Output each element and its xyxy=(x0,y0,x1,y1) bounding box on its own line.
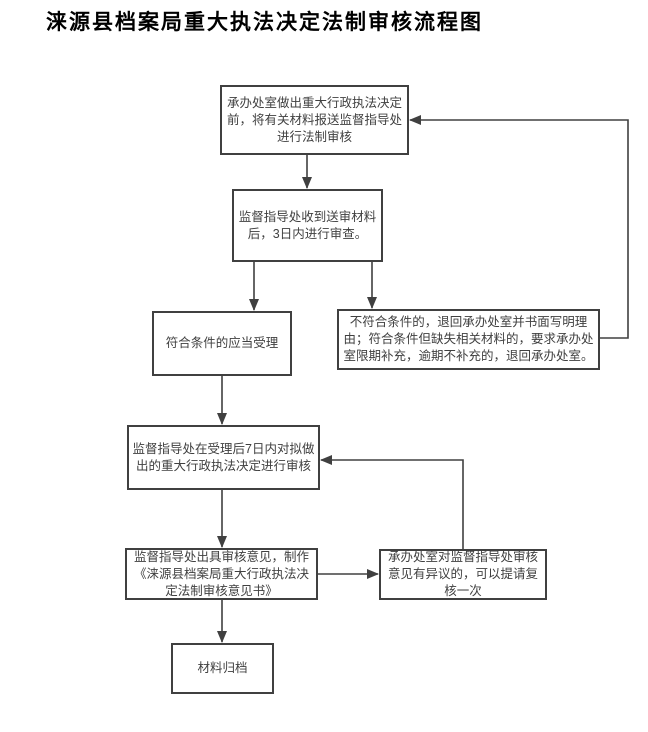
flow-node-review-7days: 监督指导处在受理后7日内对拟做出的重大行政执法决定进行审核 xyxy=(127,425,320,490)
flow-node-return-if-unqualified-label: 不符合条件的，退回承办处室并书面写明理由；符合条件但缺失相关材料的，要求承办处室… xyxy=(343,315,594,363)
flow-node-archive-materials-label: 材料归档 xyxy=(197,661,248,675)
flow-node-receive-review-3days: 监督指导处收到送审材料后，3日内进行审查。 xyxy=(232,189,383,262)
page-title: 涞源县档案局重大执法决定法制审核流程图 xyxy=(46,10,483,34)
flow-node-issue-opinion: 监督指导处出具审核意见，制作《涞源县档案局重大行政执法决定法制审核意见书》 xyxy=(125,548,318,600)
flow-node-return-if-unqualified: 不符合条件的，退回承办处室并书面写明理由；符合条件但缺失相关材料的，要求承办处室… xyxy=(337,309,600,370)
flow-node-accept-if-qualified-label: 符合条件的应当受理 xyxy=(165,336,279,350)
flow-node-review-7days-label: 监督指导处在受理后7日内对拟做出的重大行政执法决定进行审核 xyxy=(132,441,315,473)
flow-node-issue-opinion-label: 监督指导处出具审核意见，制作《涞源县档案局重大行政执法决定法制审核意见书》 xyxy=(133,549,309,598)
flow-node-objection-recheck-label: 承办处室对监督指导处审核意见有异议的，可以提请复核一次 xyxy=(387,550,538,598)
flow-node-submit-materials-label: 承办处室做出重大行政执法决定前，将有关材料报送监督指导处进行法制审核 xyxy=(226,95,402,144)
flow-node-archive-materials: 材料归档 xyxy=(171,643,274,694)
flow-node-submit-materials: 承办处室做出重大行政执法决定前，将有关材料报送监督指导处进行法制审核 xyxy=(220,85,409,155)
edge-recheck-review xyxy=(320,455,464,549)
flow-node-accept-if-qualified: 符合条件的应当受理 xyxy=(152,311,292,376)
flow-node-receive-review-3days-label: 监督指导处收到送审材料后，3日内进行审查。 xyxy=(238,209,377,241)
flow-node-objection-recheck: 承办处室对监督指导处审核意见有异议的，可以提请复核一次 xyxy=(379,549,547,600)
edge-return-submit xyxy=(409,115,629,339)
